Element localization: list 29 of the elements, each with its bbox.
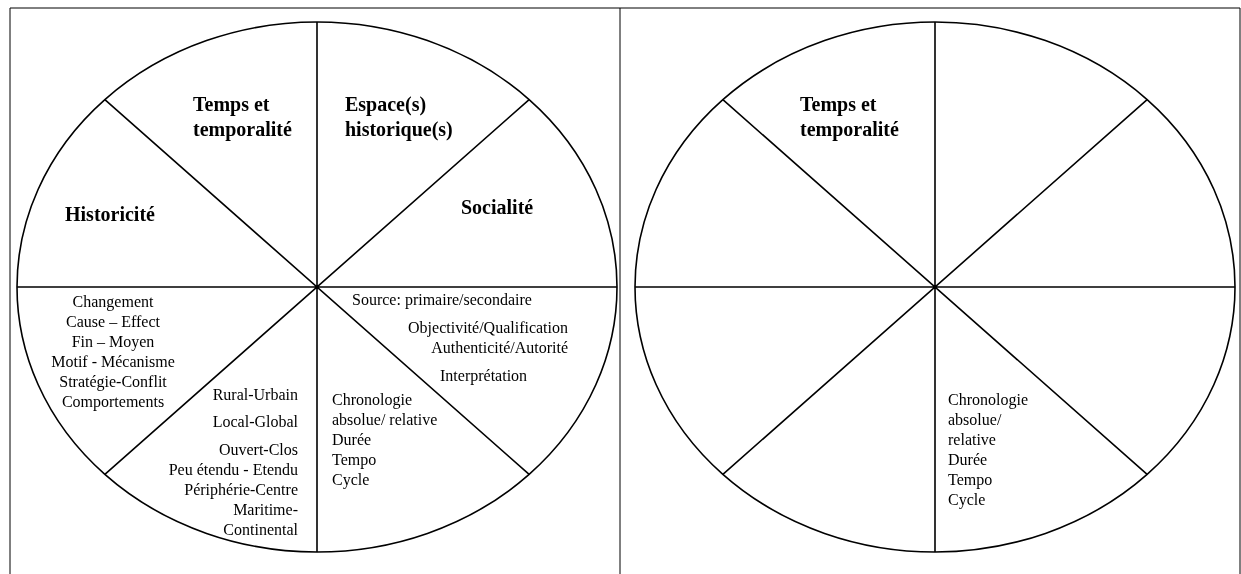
sector-text: Fin – Moyen	[70, 332, 156, 352]
sector-text: Maritime-Continental	[222, 500, 298, 540]
sector-text: Objectivité/Qualification	[408, 318, 568, 338]
sector-text: Périphérie-Centre	[184, 480, 298, 500]
sector-text: Chronologie absolue/ relative	[948, 390, 1029, 450]
sector-text: Comportements	[60, 392, 166, 412]
sector-text: Peu étendu - Etendu	[168, 460, 298, 480]
sector-title: Espace(s) historique(s)	[345, 92, 454, 142]
sector-text: Tempo	[948, 470, 993, 490]
sector-text: Source: primaire/secondaire	[352, 290, 532, 310]
sector-text: Tempo	[332, 450, 377, 470]
sector-text: Interprétation	[440, 366, 528, 386]
sector-title: Temps et temporalité	[193, 92, 293, 142]
sector-title: Socialité	[461, 195, 534, 220]
sector-text: Authenticité/Autorité	[431, 338, 568, 358]
sector-text: Rural-Urbain	[212, 385, 298, 405]
sector-text: Durée	[332, 430, 372, 450]
sector-title: Historicité	[65, 202, 155, 227]
sector-text: Motif - Mécanisme	[50, 352, 176, 372]
sector-text: Cycle	[948, 490, 986, 510]
sector-text: Cycle	[332, 470, 370, 490]
sector-text: Stratégie-Conflit	[58, 372, 168, 392]
sector-text: Changement	[71, 292, 155, 312]
sector-text: Chronologie absolue/ relative	[332, 390, 439, 430]
sector-text: Ouvert-Clos	[218, 440, 298, 460]
sector-text: Cause – Effect	[65, 312, 161, 332]
sector-text: Durée	[948, 450, 988, 470]
sector-text: Local-Global	[212, 412, 298, 432]
sector-title: Temps et temporalité	[800, 92, 900, 142]
